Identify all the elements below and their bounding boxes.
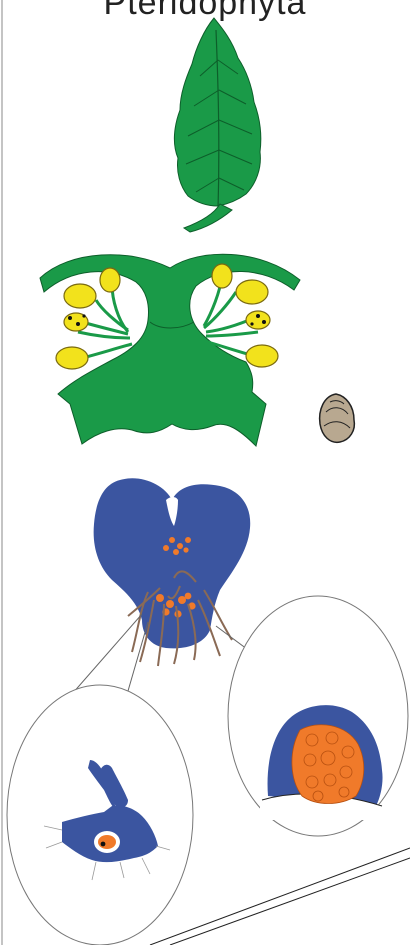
archegonium-detail-icon — [228, 596, 408, 836]
fern-frond-icon — [174, 18, 260, 232]
antheridium-detail-icon — [7, 685, 193, 945]
sorus-cross-section-icon — [40, 254, 300, 446]
spore-icon — [320, 394, 355, 442]
prothallus-gametophyte-icon — [94, 478, 251, 666]
page-fold-lines — [150, 848, 410, 945]
